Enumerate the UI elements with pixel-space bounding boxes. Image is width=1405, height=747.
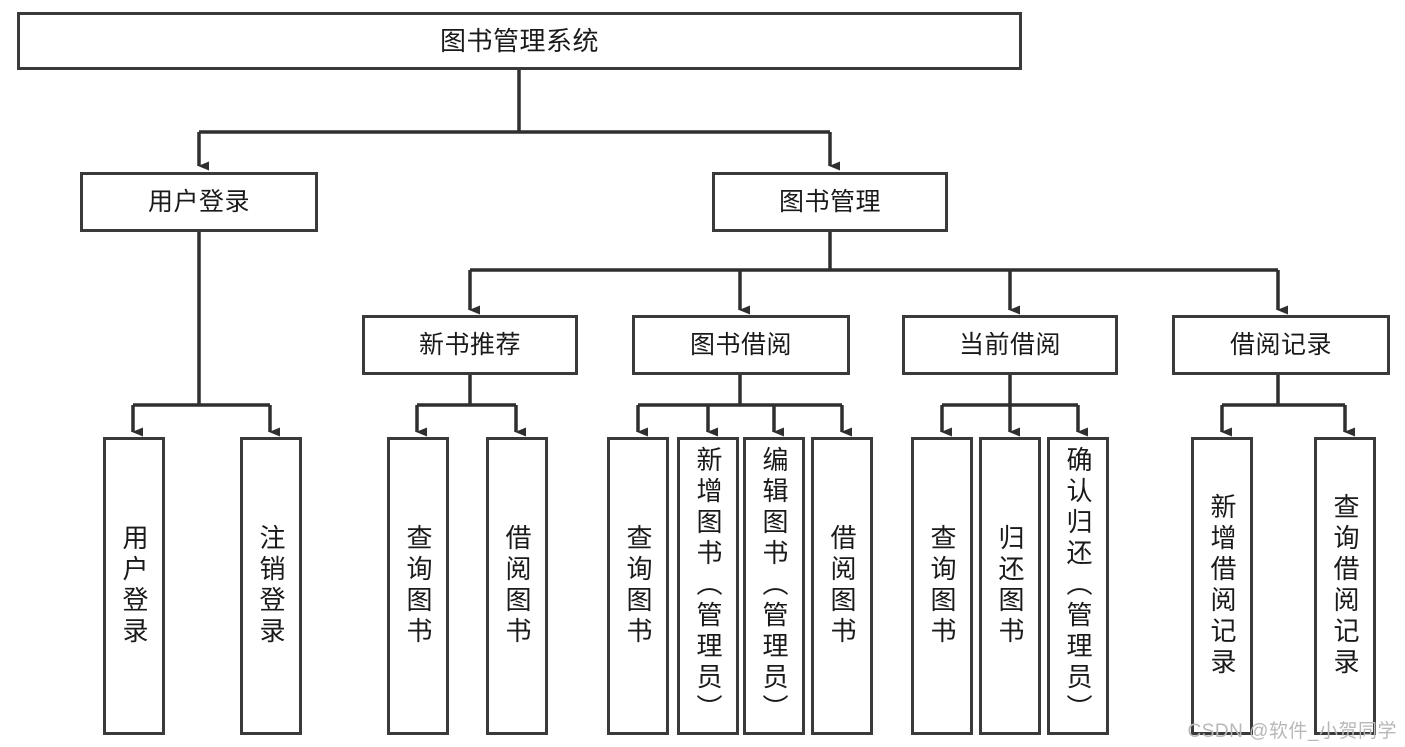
node-book-management[interactable]: 图书管理 <box>712 172 948 232</box>
node-leaf-return-book[interactable]: 归还图书 <box>979 437 1041 735</box>
node-label: 新增图书（管理员） <box>693 446 723 725</box>
node-label: 用户登录 <box>147 187 250 216</box>
node-label: 新书推荐 <box>418 330 521 359</box>
node-leaf-query-book-1[interactable]: 查询图书 <box>387 437 449 735</box>
node-label: 图书借阅 <box>689 330 792 359</box>
node-leaf-query-book-3[interactable]: 查询图书 <box>911 437 973 735</box>
node-leaf-query-record[interactable]: 查询借阅记录 <box>1314 437 1376 735</box>
node-root-system[interactable]: 图书管理系统 <box>17 12 1022 70</box>
node-current-borrow[interactable]: 当前借阅 <box>902 315 1118 375</box>
node-label: 查询图书 <box>623 524 653 648</box>
node-leaf-logout[interactable]: 注销登录 <box>240 437 302 735</box>
node-label: 用户登录 <box>119 524 149 648</box>
node-label: 归还图书 <box>995 524 1025 648</box>
node-label: 编辑图书（管理员） <box>759 446 789 725</box>
node-leaf-confirm-return[interactable]: 确认归还（管理员） <box>1047 437 1109 735</box>
node-borrow-record[interactable]: 借阅记录 <box>1172 315 1390 375</box>
node-label: 图书管理系统 <box>439 26 599 56</box>
node-label: 图书管理 <box>778 187 881 216</box>
node-leaf-user-login[interactable]: 用户登录 <box>103 437 165 735</box>
node-label: 注销登录 <box>256 524 286 648</box>
node-label: 查询图书 <box>403 524 433 648</box>
node-leaf-add-book[interactable]: 新增图书（管理员） <box>677 437 739 735</box>
watermark-text: CSDN @软件_小贺同学 <box>1187 721 1397 742</box>
node-label: 借阅图书 <box>827 524 857 648</box>
node-label: 查询借阅记录 <box>1330 493 1360 679</box>
node-label: 当前借阅 <box>958 330 1061 359</box>
node-book-borrow[interactable]: 图书借阅 <box>632 315 850 375</box>
node-leaf-query-book-2[interactable]: 查询图书 <box>607 437 669 735</box>
node-label: 查询图书 <box>927 524 957 648</box>
node-leaf-add-record[interactable]: 新增借阅记录 <box>1191 437 1253 735</box>
node-user-login[interactable]: 用户登录 <box>80 172 318 232</box>
node-leaf-borrow-book-2[interactable]: 借阅图书 <box>811 437 873 735</box>
node-label: 新增借阅记录 <box>1207 493 1237 679</box>
node-label: 借阅图书 <box>502 524 532 648</box>
node-leaf-edit-book[interactable]: 编辑图书（管理员） <box>743 437 805 735</box>
node-label: 借阅记录 <box>1229 330 1332 359</box>
node-label: 确认归还（管理员） <box>1063 446 1093 725</box>
node-new-book-recommend[interactable]: 新书推荐 <box>362 315 578 375</box>
node-leaf-borrow-book-1[interactable]: 借阅图书 <box>486 437 548 735</box>
